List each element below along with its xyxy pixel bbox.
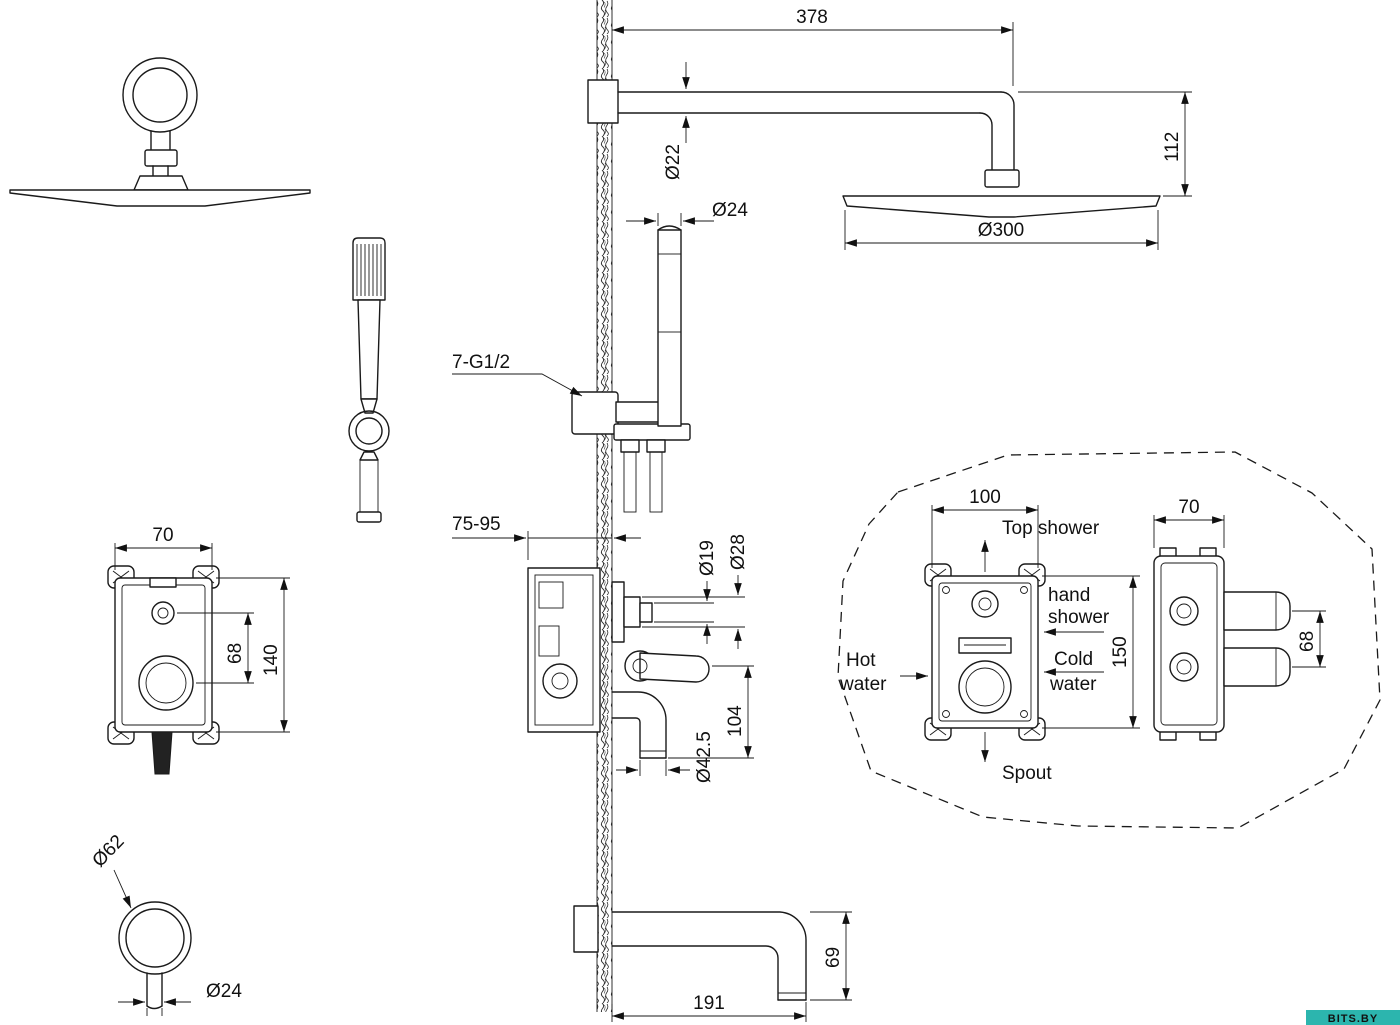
thread-callout-label: 7-G1/2 bbox=[452, 352, 510, 373]
spout-front-view: 191 69 bbox=[573, 905, 852, 1022]
detail-view: 100 Top shower hand shower Cold water Ho… bbox=[837, 451, 1381, 829]
dim-handle-drop-label: 104 bbox=[725, 705, 746, 737]
mixer-box-side-view: 75-95 Ø19 Ø28 104 Ø42.5 bbox=[452, 514, 754, 783]
dim-valve-width-label: 70 bbox=[152, 525, 173, 546]
hot-water-label-line1: Hot bbox=[846, 650, 876, 671]
diverter-knob bbox=[151, 601, 175, 625]
dim-valve-height-label: 140 bbox=[261, 644, 282, 676]
dim-detail-width-label: 100 bbox=[969, 487, 1001, 508]
arm-wall-flange bbox=[587, 79, 619, 124]
dim-knob-spacing-label: 68 bbox=[225, 643, 246, 664]
detail-port-lower bbox=[1223, 647, 1291, 687]
dim-hose-outlet-label: Ø24 bbox=[712, 200, 748, 221]
mixer-body-side bbox=[527, 567, 601, 733]
holder-rod bbox=[657, 229, 682, 427]
hand-shower-holder: Ø24 7-G1/2 bbox=[452, 200, 748, 513]
dim-head-diameter-label: Ø300 bbox=[978, 220, 1024, 241]
overhead-shower-front-view: 378 Ø22 112 Ø300 bbox=[587, 7, 1192, 250]
dim-arm-length-label: 378 bbox=[796, 7, 828, 28]
detail-port-upper bbox=[1223, 591, 1291, 631]
threaded-stud bbox=[649, 451, 663, 513]
watermark-text: BITS.BY bbox=[1328, 1013, 1378, 1025]
dim-stem-small-label: Ø19 bbox=[697, 540, 718, 576]
spout-body bbox=[611, 911, 807, 1001]
hanging-ring bbox=[348, 410, 390, 452]
holder-wall-plate bbox=[571, 391, 619, 435]
trim-escutcheon bbox=[611, 581, 625, 643]
watermark: BITS.BY bbox=[1306, 1010, 1400, 1025]
dim-spout-pipe-label: Ø24 bbox=[206, 981, 242, 1002]
watermark-bg bbox=[1306, 1010, 1400, 1025]
hot-water-label-line2: water bbox=[839, 674, 887, 695]
hand-shower-label-line1: hand bbox=[1048, 585, 1090, 606]
detail-valve-side bbox=[1153, 555, 1225, 733]
outlet-stub bbox=[151, 731, 173, 775]
wall-section bbox=[596, 0, 613, 1012]
dim-port-spacing-label: 68 bbox=[1297, 631, 1318, 652]
spout-side-view: Ø62 Ø24 bbox=[88, 831, 242, 1016]
hand-shower-handle bbox=[357, 299, 381, 400]
cold-water-label-line2: water bbox=[1049, 674, 1097, 695]
dim-flange-diameter-label: Ø62 bbox=[88, 831, 128, 871]
detail-valve-front bbox=[931, 575, 1039, 729]
top-shower-label: Top shower bbox=[1002, 518, 1100, 539]
hose-section bbox=[359, 459, 379, 513]
wall-flange-circle bbox=[122, 57, 198, 133]
mixer-body-front bbox=[114, 577, 213, 733]
overhead-shower-side-view bbox=[9, 57, 311, 207]
dim-spout-length-label: 191 bbox=[693, 993, 725, 1014]
spout-side-pipe bbox=[611, 691, 667, 759]
dim-stem-large-label: Ø28 bbox=[728, 534, 749, 570]
shower-head-front-profile bbox=[842, 195, 1161, 218]
shower-head-side-profile bbox=[9, 189, 311, 207]
mixer-box-front-view: 70 68 140 bbox=[107, 525, 290, 775]
detail-bubble-outline bbox=[837, 451, 1381, 829]
cold-water-label-line1: Cold bbox=[1054, 649, 1093, 670]
cartridge-opening bbox=[138, 655, 194, 711]
detail-cartridge-opening bbox=[958, 660, 1012, 714]
dim-arm-diameter-label: Ø22 bbox=[663, 144, 684, 180]
threaded-stud bbox=[623, 451, 637, 513]
dim-recess-depth-label: 75-95 bbox=[452, 514, 501, 535]
handle-lever bbox=[639, 652, 710, 683]
detail-diverter-knob bbox=[971, 590, 999, 618]
dim-spout-drop-label: 69 bbox=[823, 947, 844, 968]
dim-trim-diameter-label: Ø42.5 bbox=[694, 731, 715, 783]
hand-shower-label-line2: shower bbox=[1048, 607, 1110, 628]
spout-rough-in bbox=[573, 905, 599, 953]
dim-arm-height-label: 112 bbox=[1162, 132, 1183, 162]
dim-detail-side-width-label: 70 bbox=[1178, 497, 1199, 518]
dim-detail-height-label: 150 bbox=[1110, 636, 1131, 668]
spout-label: Spout bbox=[1002, 763, 1052, 784]
hand-shower bbox=[348, 237, 390, 523]
spout-flange-circle bbox=[118, 901, 192, 975]
